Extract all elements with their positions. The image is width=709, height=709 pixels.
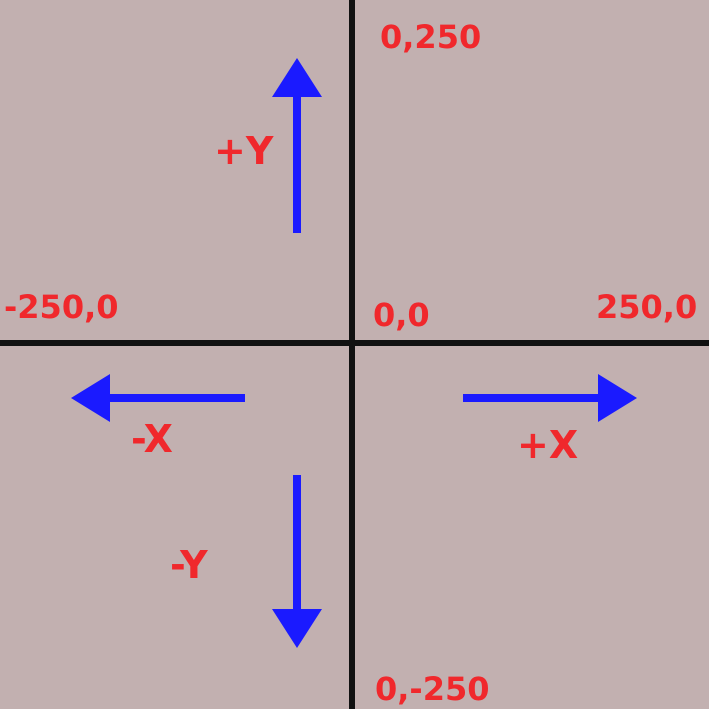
arrow-up-icon: [272, 58, 322, 233]
bottom-coordinate-label: 0,-250: [375, 670, 490, 708]
left-coordinate-label: -250,0: [4, 288, 119, 326]
origin-label: 0,0: [373, 296, 430, 334]
minus-y-label: -Y: [170, 543, 208, 587]
plus-y-label: +Y: [214, 129, 274, 173]
arrow-left-icon: [71, 374, 245, 422]
plus-x-label: +X: [517, 423, 578, 467]
top-coordinate-label: 0,250: [380, 18, 481, 56]
arrow-right-icon: [463, 374, 637, 422]
minus-x-label: -X: [131, 417, 173, 461]
arrow-down-icon: [272, 475, 322, 648]
right-coordinate-label: 250,0: [596, 288, 697, 326]
